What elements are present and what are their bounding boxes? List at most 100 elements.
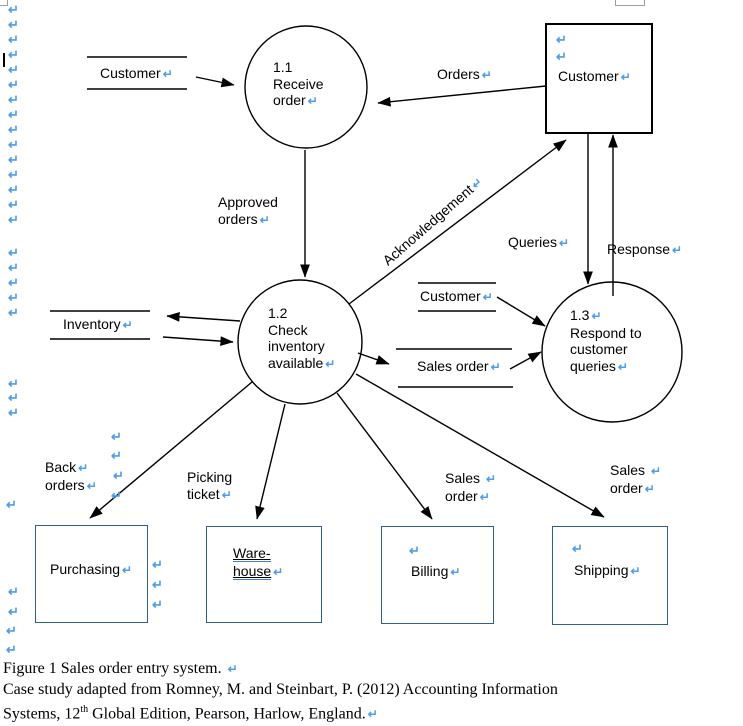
flow-queries-label: Queries↵: [508, 234, 570, 250]
return-mark-icon: ↵: [227, 662, 238, 676]
formatting-mark-icon: ↵: [8, 305, 19, 320]
formatting-mark-icon: ↵: [8, 260, 19, 275]
flow-back-orders-arrow: [89, 381, 253, 519]
formatting-mark-icon: ↵: [8, 32, 19, 47]
formatting-mark-icon: ↵: [556, 49, 567, 64]
return-mark-icon: ↵: [617, 359, 628, 374]
data-store-sales-order-label: Sales order↵: [417, 358, 501, 374]
flow-inventory-to-1-2-arrow: [162, 336, 234, 346]
flow-picking-ticket-label: Picking ticket↵: [187, 469, 233, 502]
flow-orders-label: Orders↵: [437, 66, 492, 82]
process-1-1-circle: [244, 25, 368, 149]
flow-customer-store-to-1-3-arrow: [496, 296, 546, 327]
return-mark-icon: ↵: [259, 212, 270, 227]
cropped-shape-fragment: [615, 0, 645, 6]
formatting-mark-icon: ↵: [8, 182, 19, 197]
entity-box-warehouse: [206, 526, 322, 623]
data-store-inventory-label: Inventory↵: [63, 316, 133, 332]
flow-1-2-to-inventory-arrow: [166, 311, 241, 322]
flow-approved-orders-label: Approved orders↵: [218, 194, 278, 227]
formatting-mark-icon: ↵: [8, 122, 19, 137]
data-store-inventory: [50, 310, 150, 340]
entity-customer-label: Customer↵: [558, 68, 631, 84]
formatting-mark-icon: ↵: [8, 62, 19, 77]
return-mark-icon: ↵: [591, 309, 602, 323]
flow-orders-arrow: [377, 85, 547, 107]
formatting-mark-icon: ↵: [8, 137, 19, 152]
return-mark-icon: ↵: [307, 94, 318, 108]
entity-box-customer: [545, 23, 653, 134]
formatting-mark-icon: ↵: [409, 543, 420, 558]
return-mark-icon: ↵: [620, 70, 631, 84]
return-mark-icon: ↵: [273, 564, 284, 579]
formatting-mark-icon: ↵: [152, 577, 163, 592]
superscript-th: th: [80, 704, 89, 715]
flow-acknowledgement-arrow: [348, 139, 567, 305]
process-1-1-label: 1.1 Receive order↵: [273, 59, 324, 108]
formatting-mark-icon: ↵: [8, 47, 19, 62]
flow-sales-order-billing-label: Sales↵ order↵: [445, 470, 497, 504]
process-1-2-circle: [237, 279, 363, 405]
formatting-mark-icon: ↵: [8, 290, 19, 305]
return-mark-icon: ↵: [86, 478, 97, 493]
figure-source-line2: Systems, 12th Global Edition, Pearson, H…: [3, 704, 378, 723]
return-mark-icon: ↵: [221, 487, 232, 502]
formatting-mark-icon: ↵: [152, 557, 163, 572]
entity-purchasing-label: Purchasing↵: [50, 561, 133, 577]
figure-source-line1: Case study adapted from Romney, M. and S…: [3, 681, 558, 698]
formatting-mark-icon: ↵: [8, 77, 19, 92]
formatting-mark-icon: ↵: [6, 642, 17, 657]
formatting-mark-icon: ↵: [8, 17, 19, 32]
return-mark-icon: ↵: [482, 290, 493, 304]
formatting-mark-icon: ↵: [556, 32, 567, 47]
return-mark-icon: ↵: [367, 707, 378, 722]
return-mark-icon: ↵: [630, 564, 641, 578]
text-cursor: [3, 53, 5, 67]
entity-box-billing: [381, 526, 494, 624]
return-mark-icon: ↵: [479, 489, 490, 504]
process-1-2-label: 1.2 Check inventory available↵: [268, 305, 336, 371]
formatting-mark-icon: ↵: [8, 405, 19, 420]
formatting-mark-icon: ↵: [8, 390, 19, 405]
formatting-mark-icon: ↵: [8, 92, 19, 107]
formatting-mark-icon: ↵: [113, 468, 124, 483]
formatting-mark-icon: ↵: [8, 197, 19, 212]
flow-sales-order-store-to-1-3-arrow: [509, 351, 542, 370]
return-mark-icon: ↵: [78, 461, 89, 475]
process-1-3-label: 1.3↵ Respond to customer queries↵: [570, 307, 642, 374]
flow-back-orders-label: Back↵ orders↵: [45, 459, 97, 493]
return-mark-icon: ↵: [162, 67, 173, 81]
return-mark-icon: ↵: [122, 563, 133, 577]
formatting-mark-icon: ↵: [8, 245, 19, 260]
flow-response-label: Response↵: [607, 241, 683, 257]
formatting-mark-icon: ↵: [111, 429, 122, 444]
formatting-mark-icon: ↵: [8, 584, 19, 599]
data-store-customer-mid-label: Customer↵: [420, 288, 493, 304]
data-store-customer-top-label: Customer↵: [100, 65, 173, 81]
formatting-mark-icon: ↵: [8, 167, 19, 182]
flow-sales-order-shipping-arrow: [355, 373, 605, 518]
formatting-mark-icon: ↵: [8, 275, 19, 290]
entity-shipping-label: Shipping↵: [574, 562, 641, 578]
cropped-shape-fragment: [0, 0, 8, 6]
entity-box-shipping: [552, 526, 668, 625]
formatting-mark-icon: ↵: [8, 107, 19, 122]
formatting-mark-icon: ↵: [6, 623, 17, 638]
return-mark-icon: ↵: [559, 236, 570, 250]
data-store-customer-top: [87, 56, 187, 90]
process-1-3-circle: [541, 281, 683, 423]
flow-1-2-to-sales-order-store-arrow: [357, 352, 390, 365]
flow-picking-ticket-arrow: [255, 403, 286, 520]
formatting-mark-icon: ↵: [8, 604, 19, 619]
formatting-mark-icon: ↵: [8, 376, 19, 391]
return-mark-icon: ↵: [672, 243, 683, 257]
formatting-mark-icon: ↵: [8, 152, 19, 167]
formatting-mark-icon: ↵: [8, 2, 19, 17]
formatting-mark-icon: ↵: [6, 497, 17, 512]
return-mark-icon: ↵: [481, 68, 492, 82]
flow-sales-order-shipping-label: Sales↵ order↵: [610, 462, 662, 496]
flow-sales-order-billing-arrow: [336, 392, 433, 520]
flow-customer-store-to-1-1-arrow: [195, 76, 235, 88]
